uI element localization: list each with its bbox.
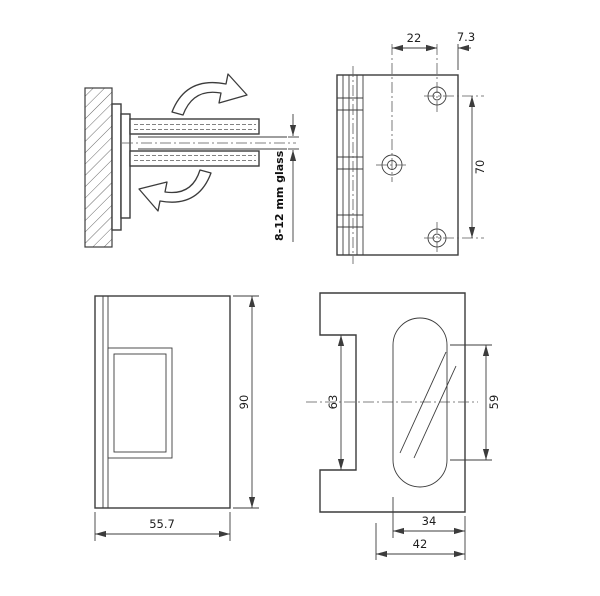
glass-thickness-label: 8-12 mm glass (273, 150, 286, 241)
view-side-mount: 8-12 mm glass (84, 73, 299, 248)
dim-34-label: 34 (422, 514, 437, 528)
swing-arrow-bottom-icon (138, 169, 212, 212)
clamp-arm-top (129, 118, 260, 135)
wall-hatch (84, 87, 113, 248)
view-section: 63 59 34 42 (306, 292, 501, 560)
dim-59-label: 59 (487, 395, 501, 410)
dim-63-label: 63 (326, 395, 340, 410)
chamfer-line (413, 365, 457, 459)
hinge-boss (107, 347, 173, 459)
view-plate: 22 7.3 70 (336, 30, 487, 264)
dim-70-label: 70 (473, 160, 487, 175)
view-front: 90 55.7 (94, 295, 259, 541)
chamfer-line (399, 351, 447, 454)
clamp-arm-bottom (129, 150, 260, 167)
hinge-leaf (120, 113, 131, 219)
hinge-boss-inner (113, 353, 167, 453)
dim-90-label: 90 (237, 395, 251, 410)
dim-7-3-label: 7.3 (457, 30, 475, 44)
dim-55-7-label: 55.7 (149, 517, 175, 531)
swing-arrow-top-icon (171, 73, 248, 116)
knuckle-capsule (392, 317, 448, 488)
dim-42-label: 42 (413, 537, 428, 551)
section-body (319, 292, 466, 513)
mount-plate (111, 103, 122, 231)
dim-22-label: 22 (407, 31, 422, 45)
